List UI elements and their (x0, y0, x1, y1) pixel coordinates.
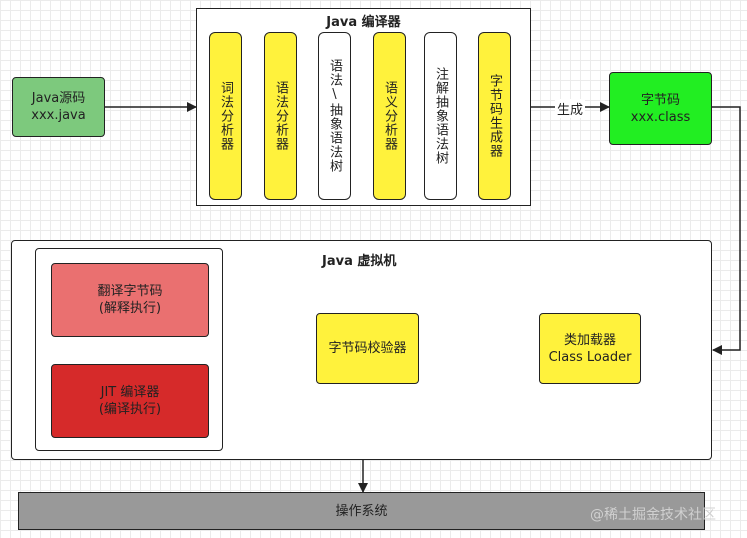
operating-system-bar: 操作系统 (18, 492, 705, 530)
bytecode-box: 字节码 xxx.class (609, 72, 712, 145)
bytecode-verifier-box: 字节码校验器 (316, 313, 419, 384)
jit-note: (编译执行) (98, 402, 162, 417)
bytecode-label: 字节码 (640, 92, 680, 108)
watermark: @稀土掘金技术社区 (590, 507, 716, 523)
jit-label: JIT 编译器 (100, 385, 160, 400)
interpreter-label: 翻译字节码 (97, 284, 163, 299)
arrow-bytecode-to-jvm (712, 106, 741, 355)
java-source-box: Java源码 xxx.java (12, 77, 105, 137)
compiler-title: Java 编译器 (326, 15, 401, 30)
stage-semantic-analyzer: 语义分析器 (373, 32, 406, 200)
stage-parser: 语法分析器 (264, 32, 297, 200)
interpreter-note: (解释执行) (98, 301, 162, 316)
class-loader-box: 类加载器 Class Loader (539, 313, 641, 384)
interpreter-box: 翻译字节码 (解释执行) (51, 263, 209, 337)
stage-lexer: 词法分析器 (209, 32, 242, 200)
stage-annotated-tree: 注解抽象语法树 (424, 32, 457, 200)
jvm-title: Java 虚拟机 (322, 254, 397, 269)
operating-system-label: 操作系统 (335, 503, 388, 519)
java-source-label: Java源码 (31, 91, 86, 106)
class-loader-name: Class Loader (548, 349, 632, 365)
bytecode-verifier-label: 字节码校验器 (328, 341, 407, 356)
java-source-file: xxx.java (31, 108, 86, 123)
jit-box: JIT 编译器 (编译执行) (51, 364, 209, 438)
stage-bytecode-generator: 字节码生成器 (478, 32, 511, 200)
stage-syntax-tree: 语法\抽象语法树 (318, 32, 351, 200)
class-loader-label: 类加载器 (563, 332, 616, 348)
compiler-container (196, 8, 531, 206)
bytecode-file: xxx.class (630, 109, 691, 125)
generate-label: 生成 (555, 99, 586, 118)
